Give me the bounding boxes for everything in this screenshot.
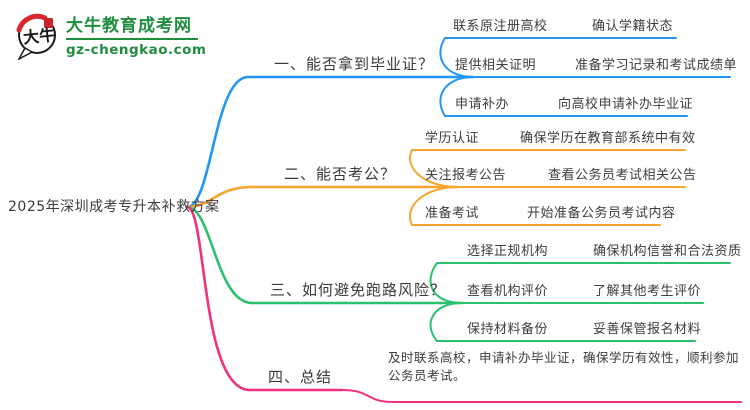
mindmap-node: 联系原注册高校 — [453, 19, 548, 34]
branch-3-connector-lines — [185, 205, 731, 342]
mindmap-node: 准备学习记录和考试成绩单 — [575, 58, 738, 73]
red-seal-icon — [44, 18, 53, 28]
site-logo: 大牛 大牛教育成考网 gz-chengkao.com — [12, 8, 207, 60]
red-arc-icon — [16, 13, 48, 33]
mindmap-node: 妥善保管报名材料 — [593, 322, 702, 337]
branch-4-label: 四、总结 — [268, 368, 333, 386]
mindmap-node: 确认学籍状态 — [592, 19, 674, 34]
branch-4-connector-lines — [185, 205, 742, 403]
logo-icon-chars: 大牛 — [22, 25, 56, 47]
speech-bubble-logo-icon: 大牛 — [16, 13, 56, 60]
mindmap-node: 保持材料备份 — [467, 322, 549, 337]
logo-text-block: 大牛教育成考网 gz-chengkao.com — [66, 11, 207, 58]
logo-title: 大牛教育成考网 — [66, 15, 192, 36]
branch-3-label: 三、如何避免跑路风险？ — [270, 281, 447, 299]
mindmap-node: 学历认证 — [425, 131, 480, 146]
branch-2-label: 二、能否考公？ — [284, 165, 397, 183]
mindmap-node: 提供相关证明 — [455, 58, 537, 73]
mindmap-node: 查看机构评价 — [467, 284, 549, 299]
branch-1-connector-lines — [185, 37, 731, 209]
mindmap-node: 确保机构信誉和合法资质 — [593, 244, 742, 259]
logo-divider — [66, 37, 198, 40]
summary-node: 及时联系高校，申请补办毕业证，确保学历有效性，顺利参加公务员考试。 — [388, 350, 740, 383]
mindmap-node: 选择正规机构 — [467, 244, 549, 259]
mindmap-node: 向高校申请补办毕业证 — [558, 97, 694, 112]
branch-2-connector-lines — [185, 149, 686, 226]
mindmap-node: 申请补办 — [455, 97, 510, 112]
mindmap-node: 开始准备公务员考试内容 — [527, 206, 676, 221]
mindmap-node: 了解其他考生评价 — [593, 284, 702, 299]
mindmap-node: 准备考试 — [425, 206, 480, 221]
branch-1-label: 一、能否拿到毕业证？ — [274, 55, 435, 73]
mindmap-node: 确保学历在教育部系统中有效 — [520, 131, 696, 146]
root-node: 2025年深圳成考专升本补救方案 — [8, 199, 220, 215]
mindmap-node: 查看公务员考试相关公告 — [548, 168, 697, 183]
mindmap-node: 关注报考公告 — [425, 168, 507, 183]
logo-url: gz-chengkao.com — [66, 41, 207, 58]
